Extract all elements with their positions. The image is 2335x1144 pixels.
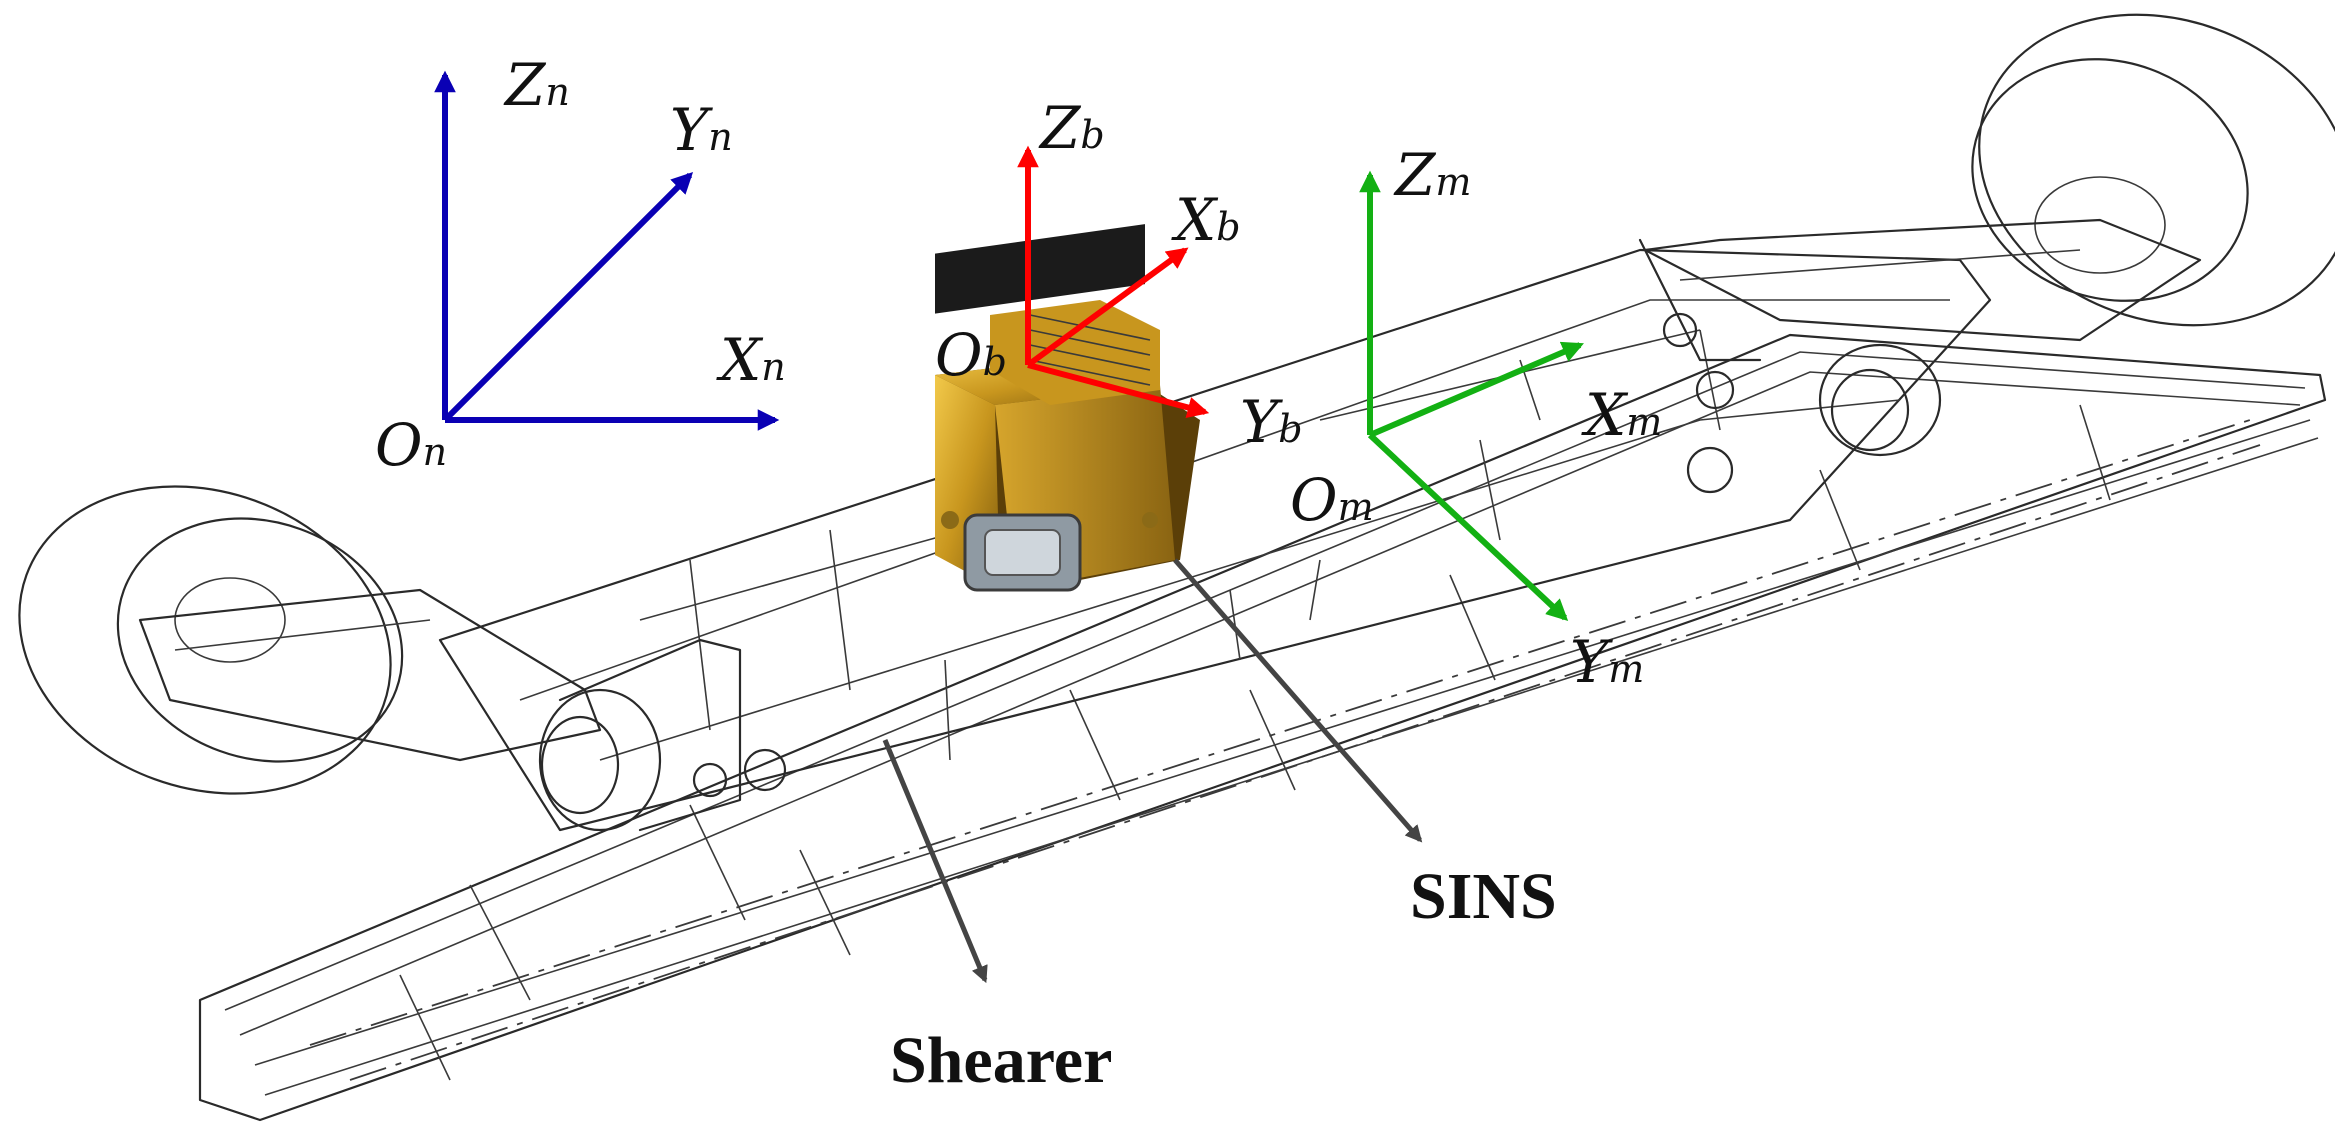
body-x-axis <box>1026 247 1189 368</box>
body-z-label: Zb <box>1038 94 1105 162</box>
navigation-origin-label: On <box>375 411 447 479</box>
machine-y-axis <box>1367 432 1569 621</box>
machine-y-label: Ym <box>1570 628 1644 696</box>
sins-label: SINS <box>1410 860 1557 933</box>
navigation-y-axis <box>442 171 694 423</box>
machine-z-label: Zm <box>1393 141 1471 209</box>
shearer-callout-arrow <box>882 739 988 984</box>
machine-frame: Zm Xm Ym Om <box>1290 141 1662 696</box>
conveyor-rail <box>198 333 2327 1122</box>
navigation-y-label: Yn <box>670 96 733 164</box>
sins-device <box>935 224 1200 592</box>
body-y-axis <box>1027 362 1210 419</box>
navigation-frame: Zn Yn Xn On <box>375 51 786 479</box>
body-frame: Zb Xb Yb Ob <box>935 94 1303 456</box>
body-origin-label: Ob <box>935 321 1007 389</box>
navigation-z-label: Zn <box>503 51 570 119</box>
sins-callout-arrow <box>1173 558 1423 843</box>
machine-x-axis <box>1368 341 1584 438</box>
shearer-body <box>438 248 1992 832</box>
callouts: SINS Shearer <box>882 558 1557 1097</box>
navigation-x-label: Xn <box>716 326 786 394</box>
left-cutting-drum <box>18 485 787 832</box>
right-cutting-drum <box>1638 13 2335 494</box>
body-x-label: Xb <box>1171 186 1241 254</box>
body-y-label: Yb <box>1240 388 1303 456</box>
machine-origin-label: Om <box>1290 466 1374 534</box>
machine-x-label: Xm <box>1581 381 1662 449</box>
shearer-label: Shearer <box>890 1024 1112 1097</box>
